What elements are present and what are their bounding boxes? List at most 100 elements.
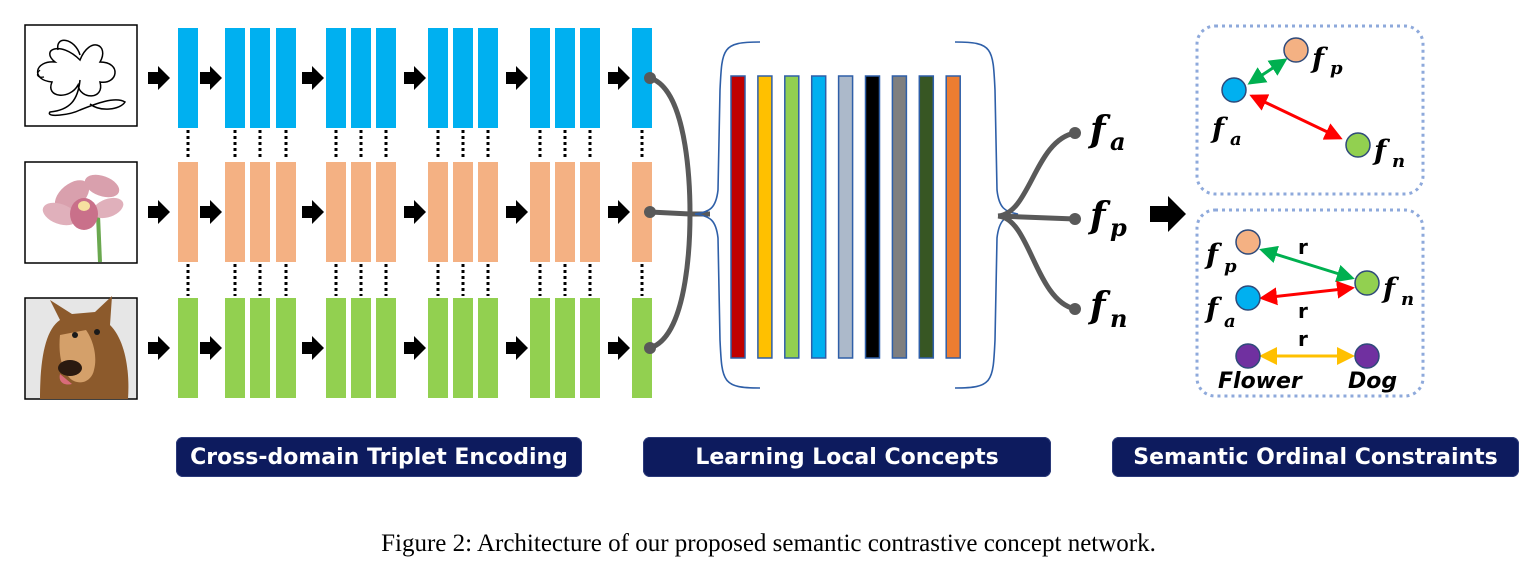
layer-block-sketch [580, 28, 600, 128]
layer-block-dog [453, 298, 473, 398]
constraint-panel-top: f p f a f n [1195, 24, 1425, 196]
layer-block-dog [276, 298, 296, 398]
layer-block-dog [351, 298, 371, 398]
layer-block-dog [250, 298, 270, 398]
layer-block-sketch [428, 28, 448, 128]
class-label-dog: Dog [1348, 369, 1397, 394]
layer-block-dog [428, 298, 448, 398]
feature-fa-label: f a [1087, 109, 1126, 156]
layer-block-sketch [276, 28, 296, 128]
layer-block-dog [178, 298, 198, 398]
layer-block-sketch [178, 28, 198, 128]
layer-block-flower [632, 162, 652, 262]
layer-block-sketch [530, 28, 550, 128]
flow-arrow-icon [148, 66, 170, 90]
layer-block-dog [225, 298, 245, 398]
flow-arrow-icon [200, 336, 222, 360]
concept-bar [891, 75, 908, 359]
flow-arrow-icon [200, 200, 222, 224]
encoder-layers [178, 28, 652, 398]
flow-arrow-icon [404, 336, 426, 360]
layer-block-dog [580, 298, 600, 398]
panel-bottom-fa: f [1204, 292, 1223, 325]
flow-arrow-icon [404, 200, 426, 224]
layer-block-sketch [250, 28, 270, 128]
stage-label-constraints: Semantic Ordinal Constraints [1112, 437, 1519, 477]
concept-bar [784, 75, 800, 359]
layer-block-sketch [478, 28, 498, 128]
flower-input-image [24, 161, 138, 264]
layer-block-sketch [555, 28, 575, 128]
flow-arrows [148, 66, 630, 360]
flow-arrow-icon [608, 66, 630, 90]
panel-bottom-fp-sub: p [1224, 256, 1237, 277]
layer-block-sketch [376, 28, 396, 128]
layer-block-dog [326, 298, 346, 398]
flow-arrow-icon [608, 336, 630, 360]
concept-bar [757, 75, 773, 359]
local-concept-bars [730, 75, 961, 359]
arrow-to-constraints-icon [1150, 196, 1186, 232]
constraint-panel-bottom: f p f a f n r r r Flower Dog [1195, 208, 1425, 398]
stage-label-encoding: Cross-domain Triplet Encoding [176, 437, 582, 477]
fn-symbol: f [1087, 285, 1111, 327]
rank-label-r3: r [1298, 327, 1308, 351]
layer-block-dog [632, 298, 652, 398]
flow-arrow-icon [506, 66, 528, 90]
dog-input-image [24, 296, 138, 400]
layer-block-sketch [453, 28, 473, 128]
fa-subscript: a [1110, 127, 1126, 156]
fp-symbol: f [1087, 195, 1111, 237]
fa-symbol: f [1087, 109, 1111, 151]
fn-subscript: n [1110, 304, 1127, 333]
flow-arrow-icon [302, 336, 324, 360]
concept-bar [810, 75, 827, 359]
concept-bar [837, 75, 854, 359]
panel-bottom-fn: f [1381, 272, 1400, 305]
layer-block-flower [178, 162, 198, 262]
concept-bracket [694, 41, 1019, 389]
feature-fp-label: f p [1087, 195, 1127, 242]
layer-block-sketch [225, 28, 245, 128]
flow-arrow-icon [608, 200, 630, 224]
layer-block-flower [428, 162, 448, 262]
flow-arrow-icon [148, 336, 170, 360]
stage-label-concepts: Learning Local Concepts [643, 437, 1051, 477]
panel-bottom-fn-sub: n [1401, 289, 1414, 310]
layer-block-sketch [326, 28, 346, 128]
panel-top-fp: f [1310, 42, 1329, 75]
layer-block-flower [326, 162, 346, 262]
figure-caption: Figure 2: Architecture of our proposed s… [381, 530, 1156, 557]
feature-fn-label: f n [1087, 285, 1127, 333]
feature-split-connectors [997, 127, 1081, 315]
panel-top-fn: f [1372, 134, 1391, 167]
flow-arrow-icon [506, 200, 528, 224]
flow-arrow-icon [148, 200, 170, 224]
sketch-input-image [24, 24, 138, 127]
layer-block-flower [555, 162, 575, 262]
layer-block-flower [530, 162, 550, 262]
rank-label-r1: r [1298, 235, 1308, 259]
rank-label-r2: r [1298, 299, 1308, 323]
flow-arrow-icon [404, 66, 426, 90]
layer-block-flower [478, 162, 498, 262]
concept-bar [945, 75, 961, 359]
layer-block-sketch [351, 28, 371, 128]
panel-top-fa: f [1210, 112, 1229, 145]
layer-block-flower [351, 162, 371, 262]
panel-bottom-fp: f [1204, 238, 1223, 271]
flow-arrow-icon [302, 200, 324, 224]
layer-block-flower [250, 162, 270, 262]
layer-block-flower [580, 162, 600, 262]
concept-bar [730, 75, 746, 359]
layer-block-flower [225, 162, 245, 262]
fp-subscript: p [1110, 213, 1127, 242]
encoder-output-connectors [644, 72, 710, 354]
panel-top-fa-sub: a [1230, 129, 1242, 150]
layer-block-flower [453, 162, 473, 262]
flow-arrow-icon [302, 66, 324, 90]
flow-arrow-icon [200, 66, 222, 90]
concept-bar [864, 75, 881, 359]
layer-block-dog [555, 298, 575, 398]
